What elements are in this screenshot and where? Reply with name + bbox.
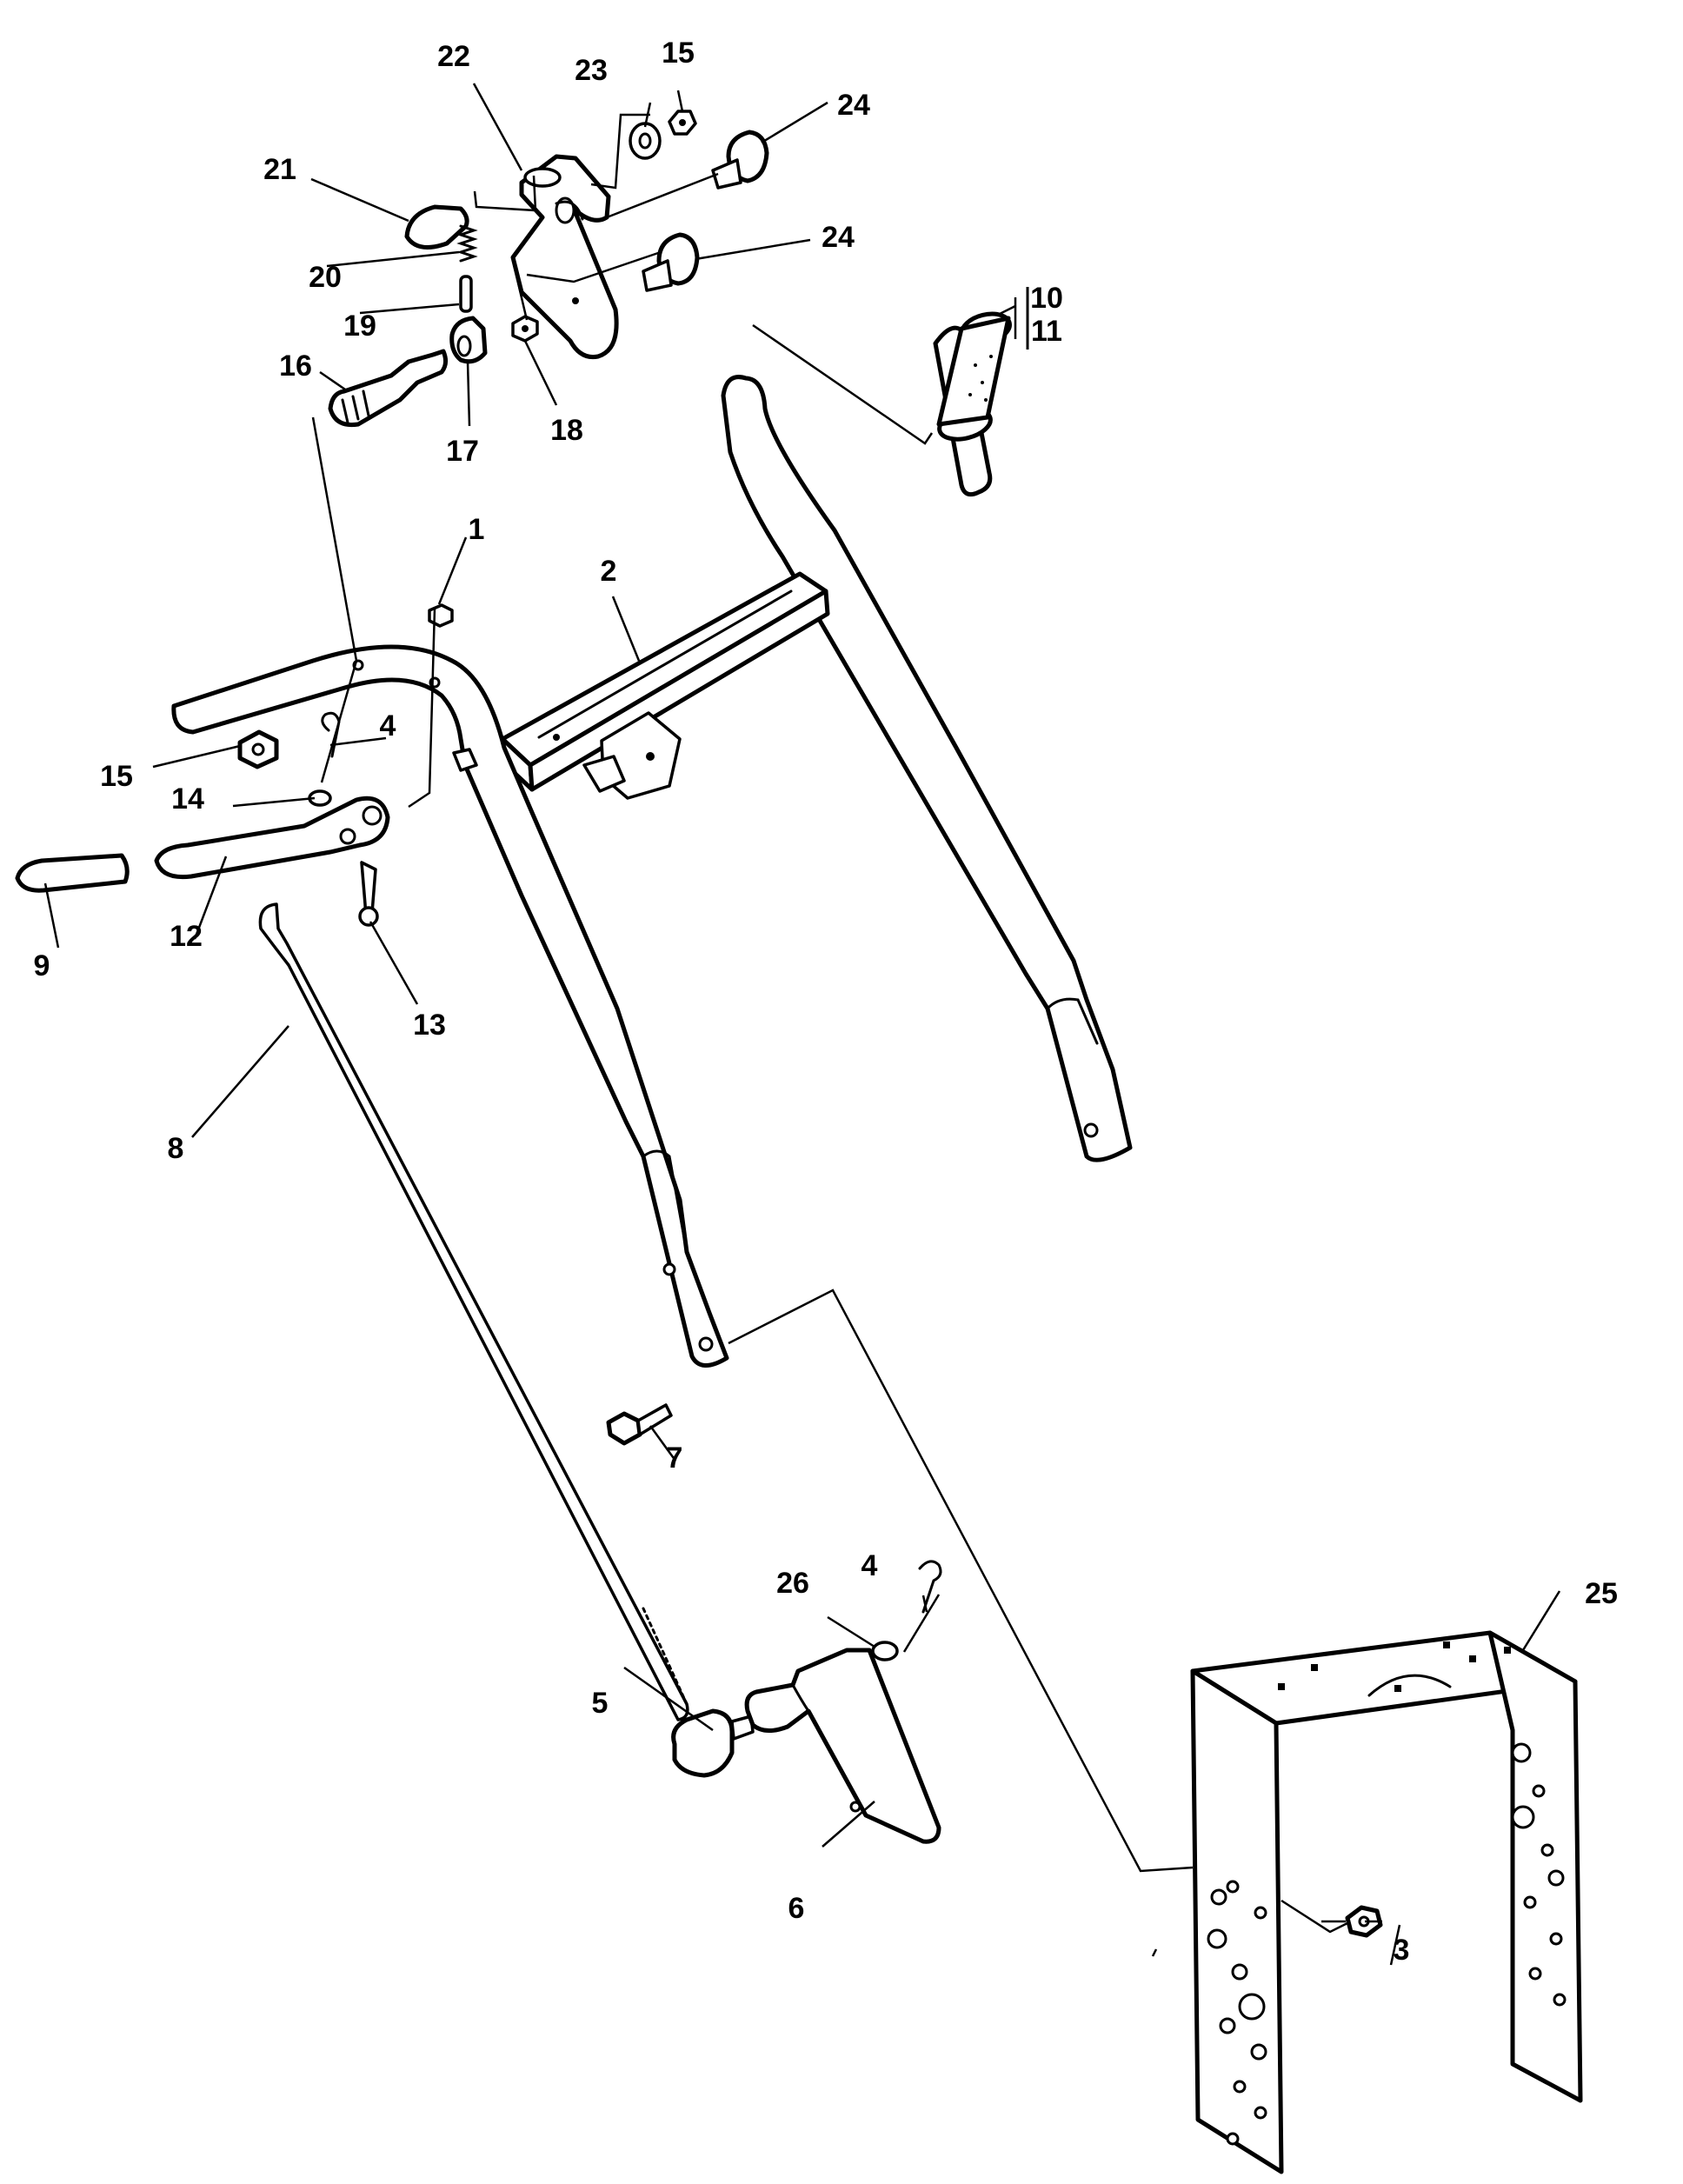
lever-grip	[15, 853, 130, 893]
callout-17: 17	[446, 435, 479, 468]
linkage-plate	[744, 1648, 941, 1844]
callout-15a: 15	[662, 37, 695, 70]
callout-16: 16	[279, 350, 312, 383]
callout-20: 20	[309, 261, 342, 294]
callout-13: 13	[413, 1009, 446, 1042]
leader-lines	[43, 83, 1561, 1966]
spring	[456, 224, 478, 263]
callout-1: 1	[469, 513, 485, 546]
callout-9: 9	[34, 949, 50, 982]
lever-pin	[360, 861, 377, 915]
callout-24b: 24	[822, 221, 855, 254]
callout-19: 19	[343, 310, 376, 343]
control-lever	[154, 796, 390, 880]
callout-22: 22	[437, 40, 470, 73]
callout-3: 3	[1394, 1934, 1410, 1967]
callout-4b: 4	[861, 1549, 878, 1582]
handle-crossbar	[500, 571, 830, 800]
handle-mount-bracket	[1190, 1630, 1583, 2174]
callout-25: 25	[1585, 1577, 1618, 1610]
hex-bolt	[606, 1411, 642, 1446]
callout-21: 21	[263, 153, 296, 186]
callout-10: 10	[1030, 282, 1063, 315]
callout-14: 14	[171, 782, 204, 816]
hair-pin-clip	[321, 711, 341, 758]
callout-26: 26	[776, 1567, 809, 1600]
callout-23: 23	[575, 54, 608, 87]
callout-7: 7	[667, 1442, 683, 1475]
shift-quadrant	[510, 154, 619, 360]
quadrant-cap	[523, 167, 562, 188]
callout-5: 5	[592, 1687, 609, 1720]
callout-12: 12	[170, 920, 203, 953]
callout-2: 2	[601, 555, 617, 588]
pin	[459, 275, 473, 313]
rod-ferrule	[671, 1708, 735, 1778]
callout-11: 11	[1031, 315, 1062, 348]
shift-shaft	[328, 349, 449, 428]
callout-6: 6	[788, 1892, 805, 1925]
callout-15b: 15	[100, 760, 133, 793]
hardware-parts	[237, 603, 1383, 1938]
callout-24a: 24	[837, 89, 870, 122]
right-handle-tube	[721, 375, 1133, 1162]
callout-4a: 4	[380, 709, 396, 742]
lower-hair-pin-clip	[918, 1560, 942, 1614]
callout-8: 8	[168, 1132, 184, 1165]
shift-mechanism	[328, 110, 769, 428]
flat-washer	[871, 1641, 899, 1661]
grip-sleeve	[933, 311, 1012, 497]
control-lever-assembly	[15, 789, 390, 927]
callout-18: 18	[550, 414, 583, 447]
callout-labels: 1 2 3 4 4 5 6 7 8 9 10 11 12 13 14 15 15…	[34, 37, 1618, 1967]
knob	[404, 204, 469, 250]
nut	[428, 603, 454, 628]
